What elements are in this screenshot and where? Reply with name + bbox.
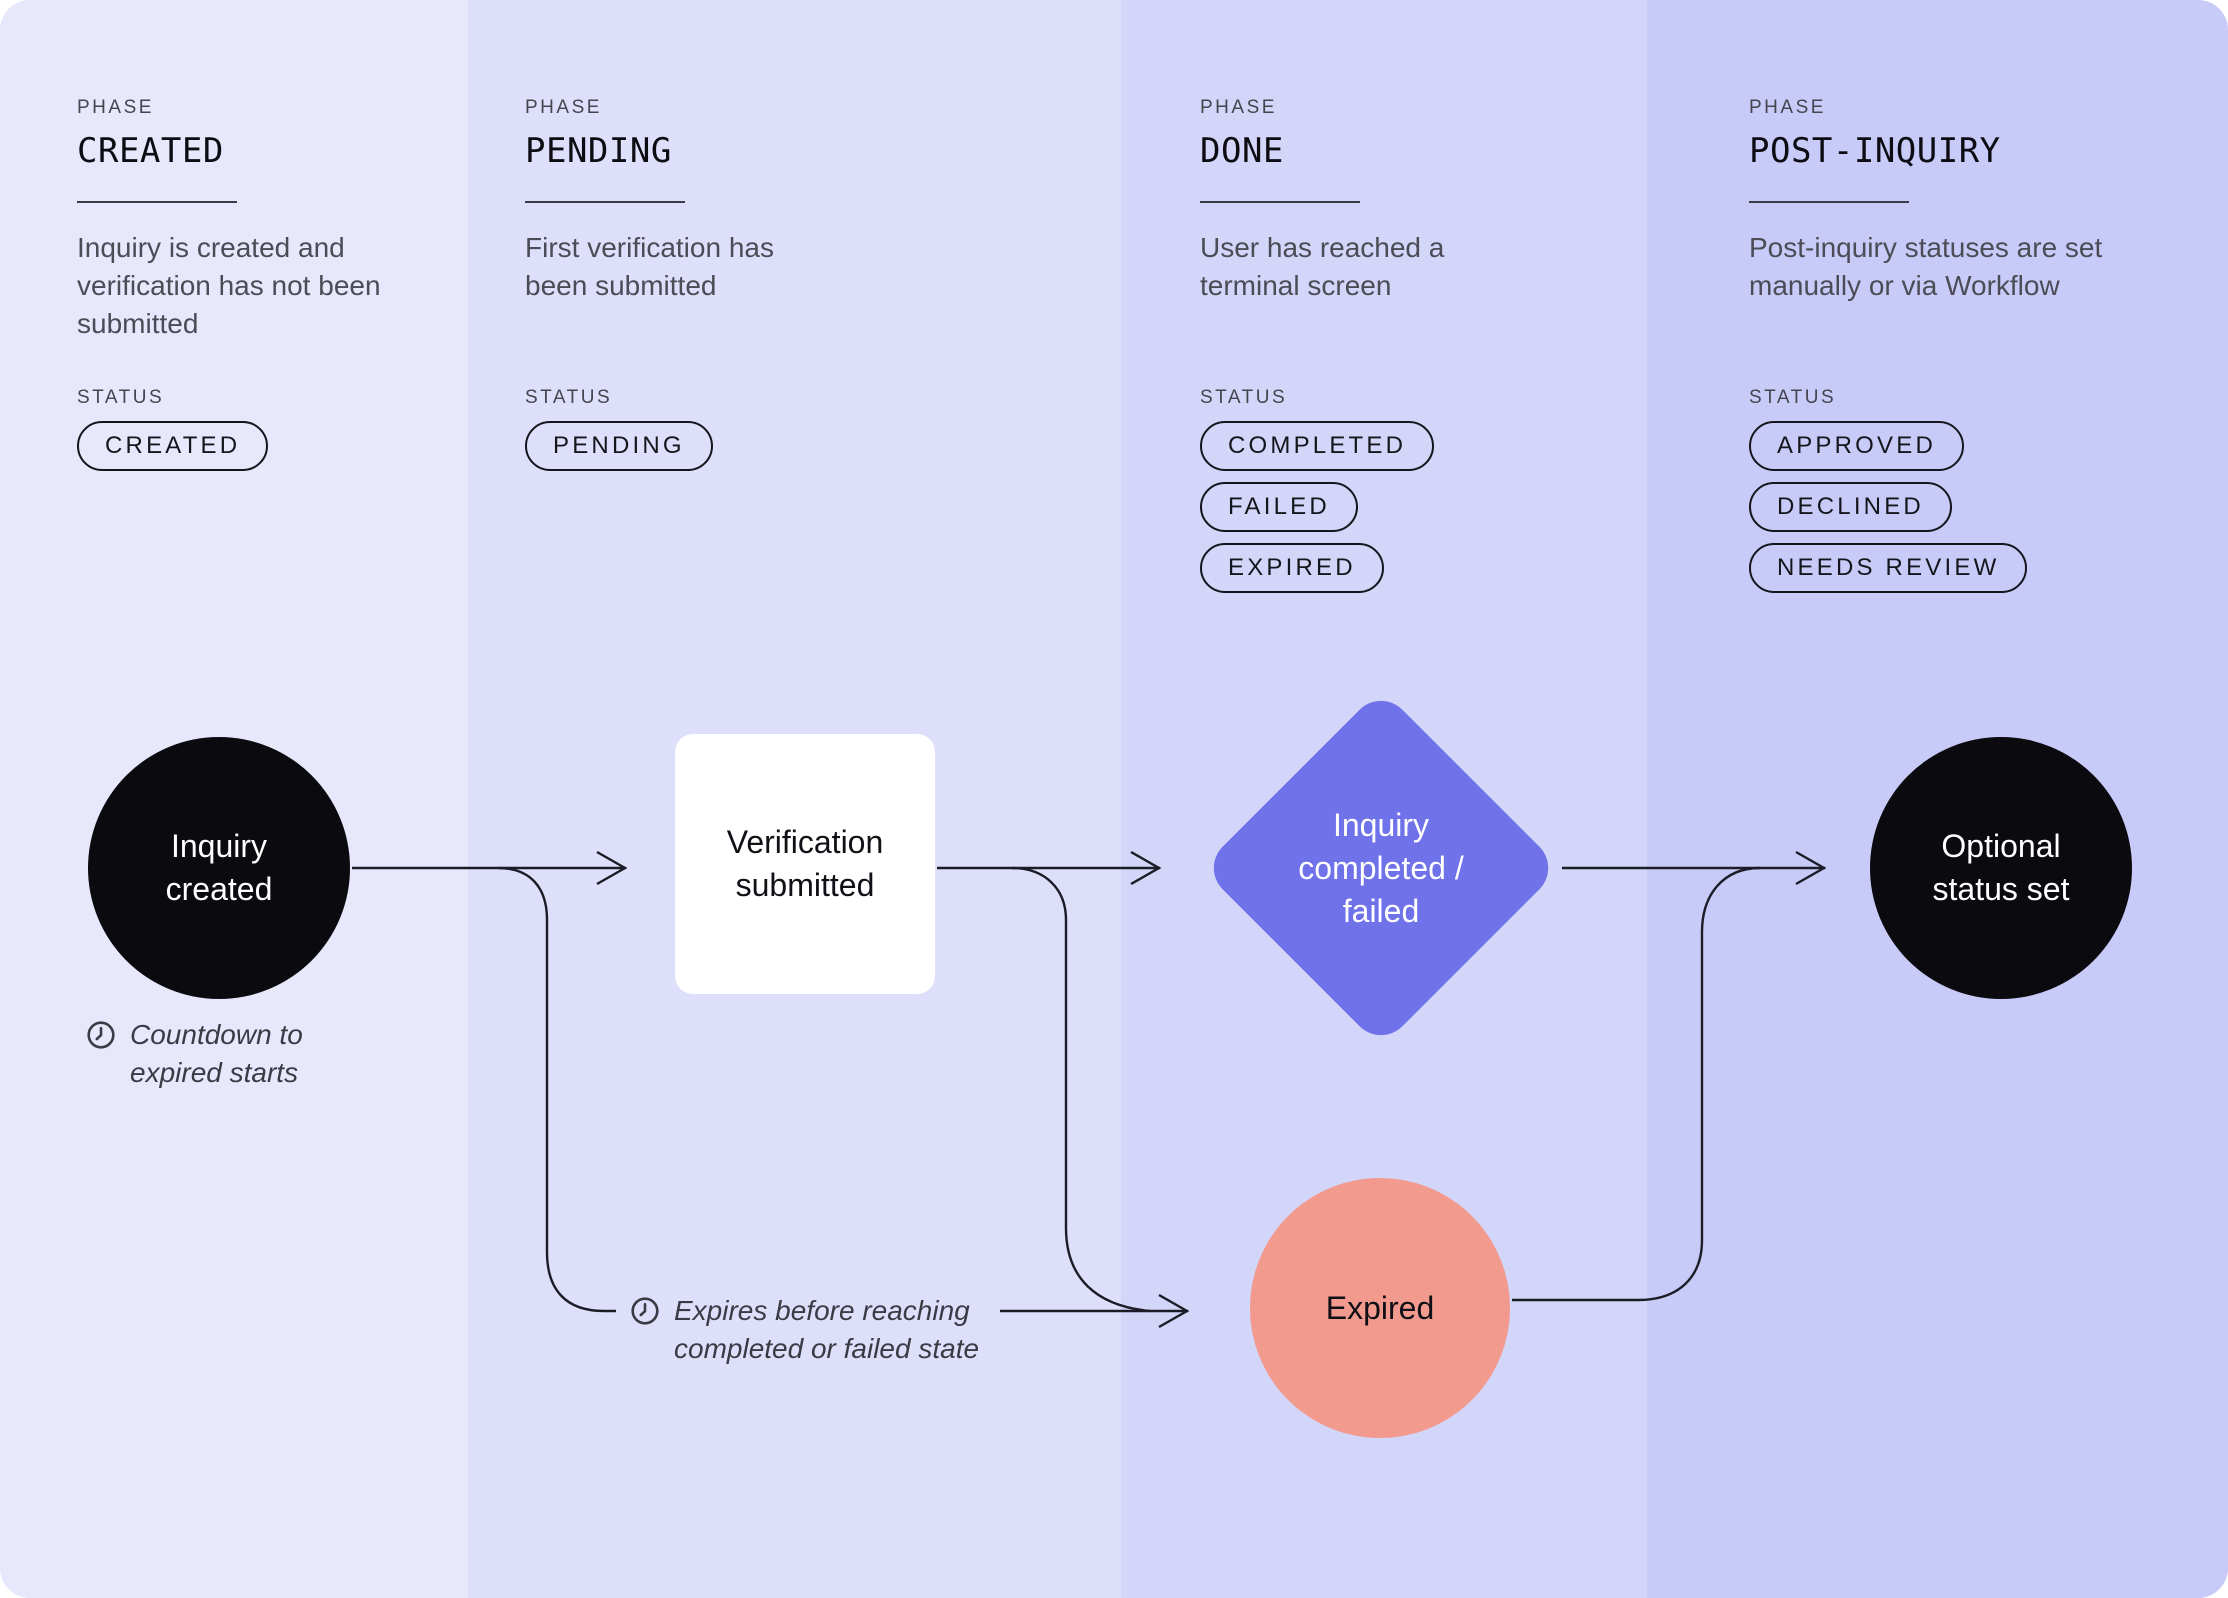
note-countdown-to-expired: Countdown to expired starts: [86, 1016, 303, 1092]
clock-icon: [87, 1021, 115, 1049]
phase-label: PHASE: [77, 97, 154, 118]
status-label: STATUS: [1200, 387, 1288, 408]
clock-icon: [631, 1297, 659, 1325]
note-line: expired starts: [130, 1057, 299, 1088]
phase-title: PENDING: [525, 131, 672, 171]
phase-header-pending: PHASE PENDING First verification has bee…: [525, 97, 925, 482]
status-badge: EXPIRED: [1200, 543, 1384, 593]
phase-header-done: PHASE DONE User has reached a terminal s…: [1200, 97, 1580, 604]
phase-label: PHASE: [1200, 97, 1277, 118]
status-badge: APPROVED: [1749, 421, 1964, 471]
phase-label: PHASE: [1749, 97, 1826, 118]
node-label: Optional status set: [1932, 828, 2070, 907]
divider: [77, 201, 237, 203]
status-badge: FAILED: [1200, 482, 1358, 532]
node-expired: Expired: [1250, 1178, 1510, 1438]
status-badge: NEEDS REVIEW: [1749, 543, 2028, 593]
note-line: completed or failed state: [674, 1333, 980, 1364]
status-badge: DECLINED: [1749, 482, 1952, 532]
status-label: STATUS: [1749, 387, 1837, 408]
status-badge: PENDING: [525, 421, 713, 471]
phase-header-created: PHASE CREATED Inquiry is created and ver…: [77, 97, 437, 482]
divider: [1200, 201, 1360, 203]
phase-description: First verification has been submitted: [525, 232, 774, 301]
node-inquiry-created: Inquiry created: [88, 737, 350, 999]
phase-description: Inquiry is created and verification has …: [77, 232, 381, 339]
status-label: STATUS: [77, 387, 165, 408]
phase-title: DONE: [1200, 131, 1284, 171]
node-label: Inquiry completed / failed: [1298, 806, 1464, 929]
divider: [1749, 201, 1909, 203]
status-label: STATUS: [525, 387, 613, 408]
phase-header-post-inquiry: PHASE POST-INQUIRY Post-inquiry statuses…: [1749, 97, 2179, 604]
node-label: Expired: [1325, 1289, 1435, 1326]
note-line: Countdown to: [130, 1019, 303, 1050]
node-verification-submitted: Verification submitted: [675, 734, 935, 994]
phase-title: CREATED: [77, 131, 224, 171]
divider: [525, 201, 685, 203]
note-expires-before-terminal: Expires before reaching completed or fai…: [630, 1292, 979, 1368]
node-label: Verification submitted: [726, 824, 884, 903]
node-label: Inquiry created: [165, 828, 273, 907]
note-line: Expires before reaching: [674, 1295, 970, 1326]
node-optional-status-set: Optional status set: [1870, 737, 2132, 999]
phase-description: User has reached a terminal screen: [1200, 232, 1445, 301]
status-badge: COMPLETED: [1200, 421, 1435, 471]
phase-description: Post-inquiry statuses are set manually o…: [1749, 232, 2103, 301]
phase-title: POST-INQUIRY: [1749, 131, 2001, 171]
phase-label: PHASE: [525, 97, 602, 118]
status-badge: CREATED: [77, 421, 269, 471]
